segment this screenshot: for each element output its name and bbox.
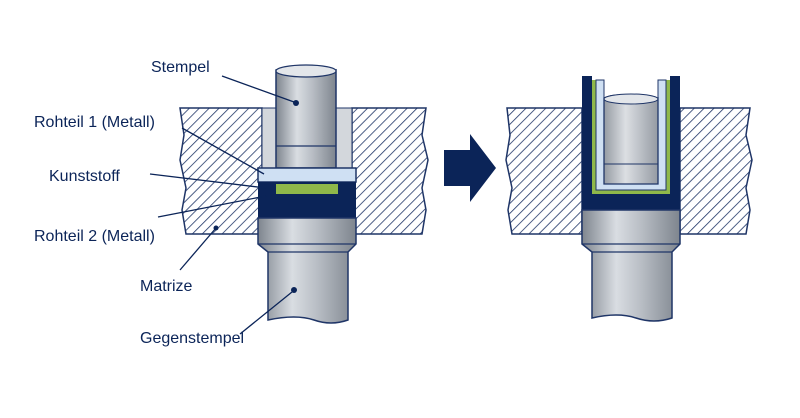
leader-stempel xyxy=(221,75,295,103)
rohteil2-sheet xyxy=(258,196,356,218)
label-rohteil2: Rohteil 2 (Metall) xyxy=(34,228,155,245)
label-kunststoff: Kunststoff xyxy=(49,168,120,185)
label-gegenstempel: Gegenstempel xyxy=(140,330,244,347)
formed-rohteil2-cup xyxy=(582,76,680,210)
stempel-pointer-dot xyxy=(293,100,299,106)
label-rohteil1: Rohteil 1 (Metall) xyxy=(34,114,155,131)
matrize-left-block xyxy=(179,107,263,235)
matrize-right-block xyxy=(351,107,429,235)
leader-gegenstempel xyxy=(239,291,293,335)
label-matrize: Matrize xyxy=(140,278,193,295)
leader-rohteil1 xyxy=(181,127,265,175)
formed-stempel xyxy=(603,94,659,185)
leader-matrize xyxy=(179,227,217,271)
right-assembly xyxy=(505,76,753,322)
stempel-top xyxy=(275,64,337,78)
leader-rohteil2 xyxy=(157,195,267,218)
matrize-left-block-formed xyxy=(505,107,583,235)
right-arrow-icon xyxy=(444,134,496,202)
left-assembly: Stempel Rohteil 1 (Metall) Kunststoff Ro… xyxy=(34,59,429,347)
stempel-shaft xyxy=(275,66,337,169)
matrize-right-block-formed xyxy=(679,107,753,235)
leader-kunststoff xyxy=(149,173,267,189)
label-stempel: Stempel xyxy=(151,59,210,76)
formed-gegenstempel xyxy=(581,209,681,322)
rohteil1-sheet xyxy=(257,167,357,183)
gegenstempel-pointer-dot xyxy=(291,287,297,293)
kunststoff-layer xyxy=(276,184,338,194)
